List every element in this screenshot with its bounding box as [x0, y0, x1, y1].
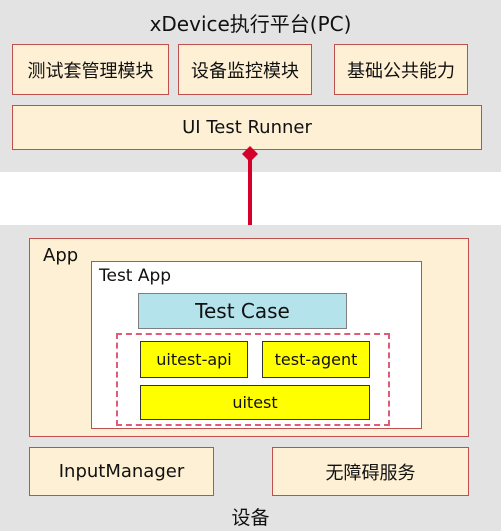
pc-platform-panel: xDevice执行平台(PC) 测试套管理模块 设备监控模块 基础公共能力 UI…: [0, 0, 501, 172]
device-monitor-module: 设备监控模块: [178, 44, 312, 95]
accessibility-service-box: 无障碍服务: [272, 447, 469, 496]
device-monitor-module-label: 设备监控模块: [191, 60, 299, 82]
common-capability-module: 基础公共能力: [334, 44, 468, 95]
ui-test-runner: UI Test Runner: [12, 105, 482, 150]
test-agent-box: test-agent: [262, 341, 370, 378]
common-capability-module-label: 基础公共能力: [347, 60, 455, 82]
uitest-api-label: uitest-api: [156, 350, 232, 369]
test-agent-label: test-agent: [274, 350, 358, 369]
app-label: App: [43, 245, 79, 266]
app-box: App Test App Test Case uitest-api test-a…: [29, 238, 469, 437]
pc-platform-title: xDevice执行平台(PC): [149, 12, 352, 36]
device-panel: App Test App Test Case uitest-api test-a…: [0, 225, 501, 531]
test-case-box: Test Case: [138, 293, 347, 329]
input-manager-label: InputManager: [58, 461, 185, 482]
connector-diamond: [242, 146, 258, 162]
input-manager-box: InputManager: [29, 447, 214, 496]
connector-line: [248, 154, 252, 228]
test-case-label: Test Case: [195, 299, 290, 323]
uitest-label: uitest: [232, 393, 278, 412]
uitest-box: uitest: [140, 385, 370, 420]
device-title: 设备: [231, 507, 270, 529]
runner-connector-arrow: [242, 146, 258, 228]
test-app-box: Test App Test Case uitest-api test-agent…: [91, 261, 422, 429]
test-suite-module: 测试套管理模块: [12, 44, 169, 95]
ui-test-runner-label: UI Test Runner: [182, 117, 312, 138]
uitest-api-box: uitest-api: [140, 341, 248, 378]
test-app-label: Test App: [99, 266, 172, 286]
accessibility-service-label: 无障碍服务: [325, 462, 416, 484]
uitest-framework-group: uitest-api test-agent uitest: [116, 333, 390, 426]
test-suite-module-label: 测试套管理模块: [27, 60, 154, 82]
